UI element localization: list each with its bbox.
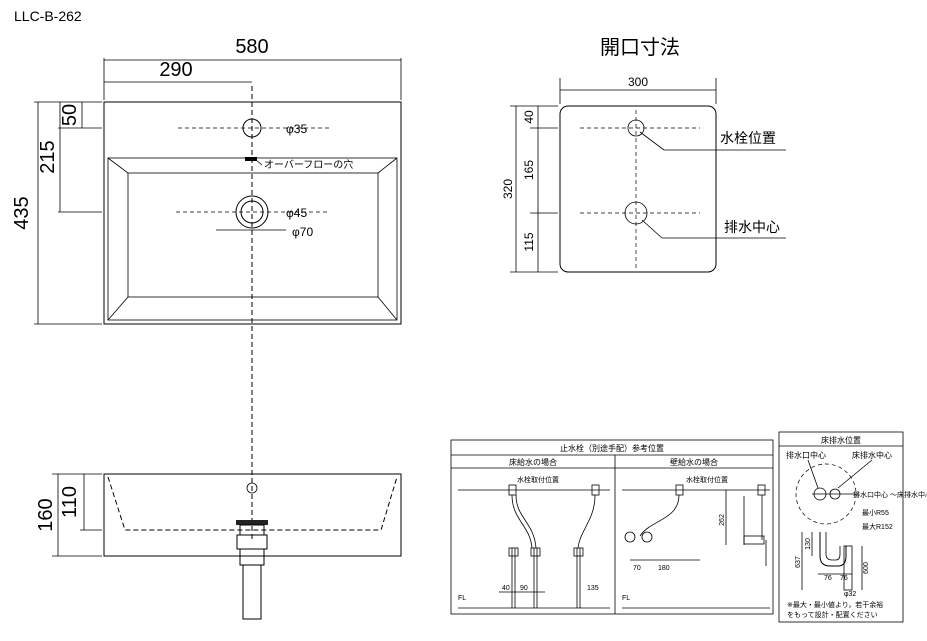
dim-depth-drain: 215: [37, 140, 59, 173]
dim-637: 637: [795, 556, 802, 568]
model-code: LLC-B-262: [14, 8, 82, 24]
label-overflow: オーバーフローの穴: [264, 158, 353, 171]
top-view: 580 290 435 50 215 φ35 φ45 φ70 オーバーフローの穴: [11, 36, 402, 540]
dim-wall-70: 70: [633, 565, 641, 572]
side-view: 160 110: [35, 473, 402, 620]
opening-outline: [559, 105, 717, 273]
drain-outlet-center-label: 排水口中心: [786, 450, 826, 460]
wall-supply-title: 壁給水の場合: [670, 457, 718, 467]
dim-wall-262: 262: [719, 514, 726, 526]
dim-floor-90: 90: [520, 585, 528, 592]
floor-drain-center-label: 床排水中心: [852, 450, 892, 460]
label-faucet-hole: φ35: [286, 122, 307, 136]
dim-height-inner: 110: [59, 486, 81, 518]
floor-drain-panel: 床排水位置 排水口中心 床排水中心 排水口中心 ～床排水中心 最小R55 最大R…: [778, 431, 927, 623]
note-line-1: ※最大・最小値より，若干余裕: [787, 600, 883, 609]
trap-pipe: [819, 532, 847, 567]
label-drain-center: 排水中心: [724, 219, 780, 235]
dim-76a: 76: [824, 575, 832, 582]
opening-width: 300: [628, 75, 648, 89]
note-offset-1: 排水口中心 ～床排水中心: [853, 490, 927, 499]
pipe-dia-label: φ32: [844, 591, 856, 598]
label-drain-hole: φ45: [286, 206, 307, 220]
side-bowl-hidden: [107, 476, 398, 531]
opening-dimensions: 開口寸法 300 320 40 165 115 水栓位置 排水中心: [501, 36, 786, 273]
dim-width-total: 580: [235, 36, 268, 58]
dim-floor-135: 135: [587, 585, 599, 592]
dim-floor-40: 40: [502, 585, 510, 592]
wall-fl-2: FL: [622, 595, 630, 602]
dim-width-half: 290: [159, 59, 192, 81]
side-faucet-hole: [246, 482, 258, 494]
floor-mount-label: 水栓取付位置: [517, 475, 559, 484]
floor-drain-title: 床排水位置: [821, 435, 861, 445]
opening-dim-top: 40: [522, 110, 536, 124]
dim-depth-total: 435: [11, 196, 33, 229]
opening-drain-mark: [624, 201, 648, 225]
side-outline: [103, 473, 402, 557]
max-r-label: 最大R152: [862, 522, 893, 531]
stop-valve-panel: 止水栓（別途手配）参考位置 床給水の場合 壁給水の場合 水栓取付位置 FL 40…: [450, 439, 774, 615]
drain-pipe: [242, 564, 262, 620]
dim-height-total: 160: [35, 498, 57, 531]
dim-600: 600: [863, 562, 870, 574]
dim-depth-faucet: 50: [59, 104, 81, 126]
bowl-inner-edge: [127, 172, 379, 298]
opening-title: 開口寸法: [600, 36, 680, 59]
floor-fl-1: FL: [458, 595, 466, 602]
opening-dim-bottom: 115: [522, 232, 536, 251]
label-drain-flange: φ70: [292, 225, 313, 239]
min-r-label: 最小R55: [862, 508, 889, 517]
drain-hole-inner: [240, 200, 264, 224]
wall-mount-label: 水栓取付位置: [686, 475, 728, 484]
overflow-hole: [245, 157, 257, 161]
opening-height: 320: [501, 179, 515, 199]
opening-faucet-mark: [627, 119, 645, 137]
dim-130: 130: [805, 538, 812, 550]
stop-valve-frame: [450, 439, 774, 615]
opening-dim-mid: 165: [522, 160, 536, 180]
floor-drain-frame: [778, 431, 904, 623]
label-faucet-position: 水栓位置: [720, 130, 776, 146]
floor-supply-title: 床給水の場合: [509, 457, 557, 467]
dim-wall-180: 180: [658, 565, 670, 572]
note-line-2: をもって設計・配置ください: [787, 610, 878, 619]
dim-76b: 76: [840, 575, 848, 582]
stop-valve-title: 止水栓（別途手配）参考位置: [560, 443, 664, 453]
